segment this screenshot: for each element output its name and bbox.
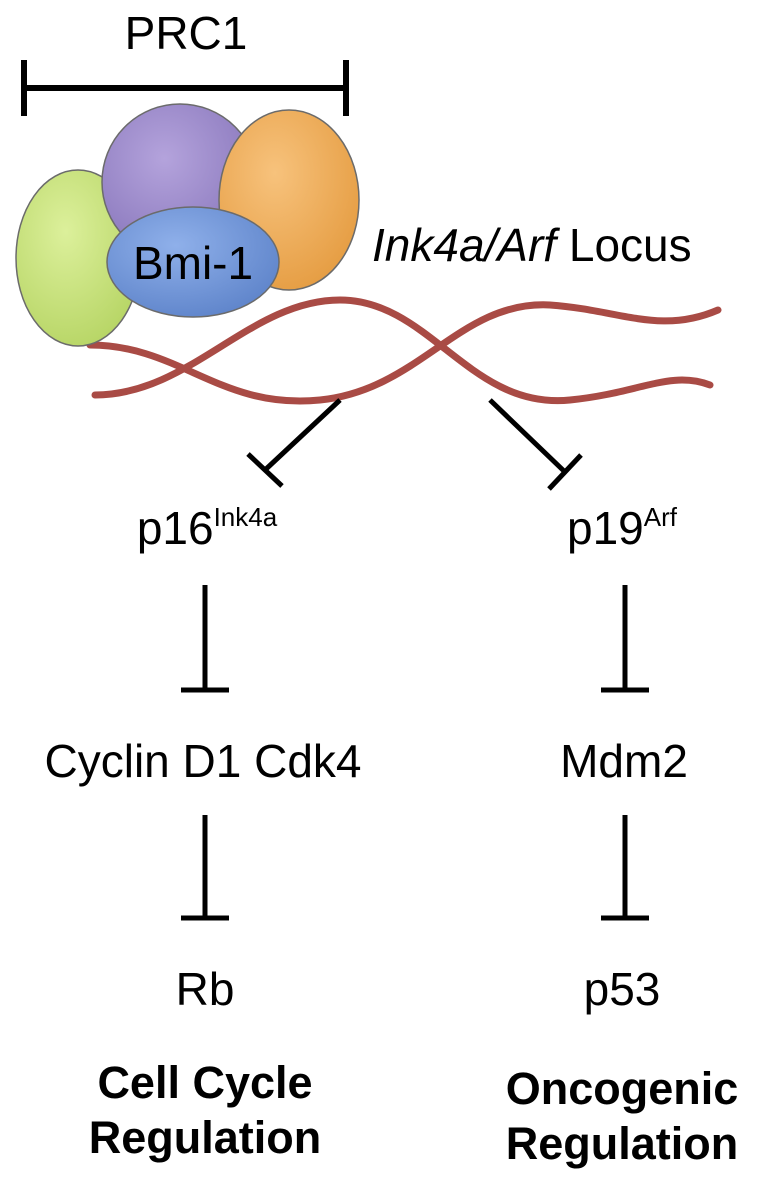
p19-to-mdm2-inhibition	[601, 585, 649, 693]
locus-name: Ink4a/Arf	[372, 219, 557, 271]
rb-label: Rb	[175, 963, 235, 1015]
p16-label: p16Ink4a	[136, 502, 278, 554]
cyclin-to-rb-inhibition	[181, 815, 229, 921]
p16-gene: p16	[136, 502, 214, 554]
cell-cycle-regulation-label: Cell Cycle Regulation	[89, 1056, 322, 1166]
bmi1-subunit	[106, 206, 280, 318]
inhibition-arrows	[181, 398, 649, 921]
locus-label: Ink4a/Arf Locus	[372, 222, 692, 268]
bmi1-label: Bmi-1	[132, 237, 254, 289]
prc1-label: PRC1	[124, 7, 248, 59]
oncogenic-regulation-label: Oncogenic Regulation	[506, 1062, 739, 1172]
prc1-span-bar	[21, 60, 349, 116]
dna-helix	[86, 296, 722, 405]
mdm2-to-p53-inhibition	[601, 815, 649, 921]
locus-to-p16-inhibition	[246, 398, 342, 488]
p19-label: p19Arf	[567, 502, 677, 554]
p16-superscript: Ink4a	[213, 502, 278, 532]
p19-superscript: Arf	[643, 502, 677, 532]
outcome-left-line2: Regulation	[88, 1111, 322, 1163]
p16-to-cyclin-inhibition	[181, 585, 229, 693]
p19-gene: p19	[567, 502, 644, 554]
mdm2-label: Mdm2	[560, 735, 688, 787]
outcome-left-line1: Cell Cycle	[97, 1057, 313, 1108]
outcome-right-line1: Oncogenic	[505, 1063, 739, 1114]
locus-to-p19-inhibition	[488, 398, 583, 491]
outcome-right-line2: Regulation	[505, 1117, 739, 1169]
p53-label: p53	[583, 963, 661, 1015]
locus-suffix: Locus	[568, 219, 692, 271]
cyclin-d1-cdk4-label: Cyclin D1 Cdk4	[44, 735, 362, 787]
prc1-complex	[15, 103, 360, 347]
